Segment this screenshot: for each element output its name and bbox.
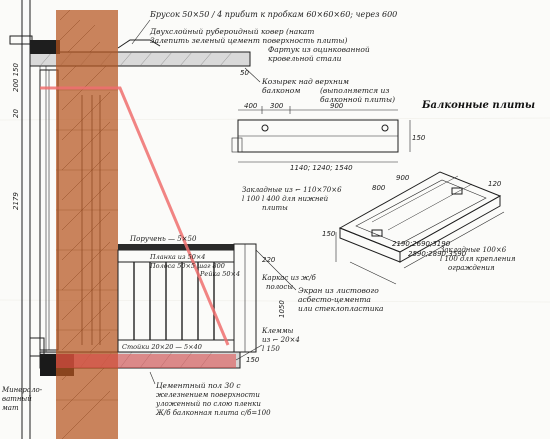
note-top-5: кровельной стали [268,54,342,63]
iso-note-1: Закладные 100×6 [440,246,507,254]
plate-dim-bottom: 1140; 1240; 1540 [290,164,353,172]
plates-title: Балконные плиты [421,100,535,111]
note-top-4: Фартук из оцинкованной [268,45,370,54]
plate-note-1: Закладные из ⌐ 110×70×6 [242,186,342,194]
plate-note-3: плиты [262,204,288,212]
plate-section-detail [231,106,411,163]
railing-handrail: Поручень — 5×50 [129,235,197,243]
bottom-note-1: Цементный пол 30 с [156,381,241,390]
slab-highlight-overlay [56,354,236,368]
screen-note-2: асбесто-цемента [298,295,371,304]
plate-note-2: l 100 l 400 для нижней [242,195,329,203]
left-dim-1: 2179 [12,192,20,210]
bottom-note-4: Ж/б балконная плита с/б=100 [155,409,271,417]
canopy-note-1: Козырек над верхним [261,77,349,86]
note-top-3: Залепить зеленый цемент поверхность плит… [150,36,347,45]
iso-dim-b: 900 [396,174,410,182]
iso-note-3: ограждения [448,264,495,272]
left-bottom-note-2: ватный [2,395,32,403]
screen-note-3: или стеклопластика [298,304,384,313]
canopy-note-3: (выполняется из [320,86,389,95]
plate-isometric [335,171,505,285]
note-top-1: Брусок 50×50 / 4 прибит к пробкам 60×60×… [149,10,397,19]
screen-note-1: Экран из листового [298,286,379,295]
iso-dim-e: 150 [322,230,336,238]
iso-dim-a: 800 [372,184,386,192]
dim-top-plate: 50 [240,69,249,77]
left-dim-3: 20 [12,109,20,118]
railing-bottom: Стойки 20×20 — 5×40 [122,343,202,351]
railing-side-2: Каркас из ж/б [261,274,316,282]
railing-side-1: 220 [262,256,276,264]
left-bottom-note-1: Минерало- [1,386,43,394]
railing-post: Полоса 50×5 шаг 800 [149,262,225,270]
clamp-note-2: из ⌐ 20×4 [262,336,300,344]
plate-dim-top-1: 400 [244,102,258,110]
top-beam-block [30,40,60,54]
indicator-line [40,86,230,346]
wall-section [9,0,251,439]
bottom-note-2: железнением поверхности [156,391,260,399]
iso-note-2: l 100 для крепления [440,255,516,263]
wall-highlight-overlay [56,10,118,439]
note-top-2: Двухслойный рубероидный ковер (накат [149,27,314,36]
plate-dim-side: 150 [412,134,426,142]
leader-lines [131,19,297,385]
bottom-note-3: уложенный по слою пленки [155,400,261,408]
railing-side-4: 1050 [278,300,286,318]
left-dim-2: 200 150 [12,63,20,92]
iso-dim-c: 2190;2690;3190 [392,240,451,248]
plate-dim-top-3: 900 [330,102,344,110]
railing-strip: Планка из 50×4 [149,253,205,261]
railing-elevation [117,243,257,353]
canopy-note-4: балконной плиты) [320,95,395,104]
left-bottom-note-3: мат [2,404,19,412]
railing-side-3: полосы [266,283,293,291]
railing-rail: Рейка 50×4 [199,270,240,278]
clamp-note-1: Клеммы [261,327,294,335]
plate-dim-top-2: 300 [270,102,284,110]
iso-dim-d: 2590;2890;3590 [408,250,467,258]
dim-bottom: 150 [246,356,260,364]
clamp-note-3: l 150 [262,345,280,353]
canopy-note-2: балконом [262,86,301,95]
iso-dim-f: 120 [488,180,502,188]
